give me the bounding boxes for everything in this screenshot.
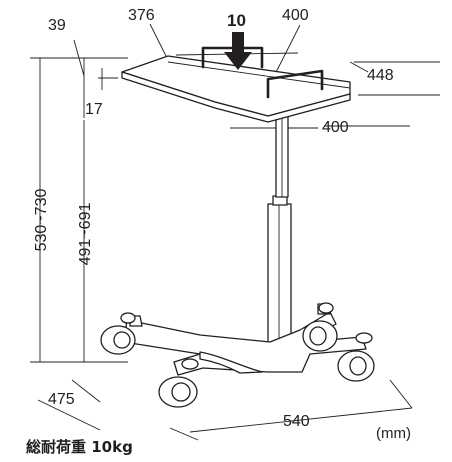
load-arrow-icon — [224, 32, 252, 70]
label-top-depth: 400 — [322, 119, 349, 136]
caster-front-left — [158, 358, 199, 408]
label-tray-offset: 39 — [48, 17, 66, 34]
height-column — [267, 95, 292, 357]
label-tray-depth: 448 — [367, 67, 394, 84]
caster-front-right — [337, 332, 375, 382]
unit-label: (mm) — [376, 425, 411, 442]
tabletop — [121, 55, 351, 123]
label-height-overall: 530~730 — [33, 189, 50, 252]
label-base-depth: 475 — [48, 391, 75, 408]
label-tray-lip: 17 — [85, 101, 103, 118]
label-load-value: 10 — [227, 11, 246, 30]
extension-lines — [30, 23, 440, 441]
caster-back-right — [302, 302, 338, 352]
capacity-label: 総耐荷重 10kg — [26, 438, 133, 456]
caster-back-left — [100, 312, 136, 355]
label-height-top: 491~691 — [77, 203, 94, 266]
label-top-width: 400 — [282, 7, 309, 24]
label-tray-width: 376 — [128, 7, 155, 24]
label-base-width: 540 — [283, 413, 310, 430]
